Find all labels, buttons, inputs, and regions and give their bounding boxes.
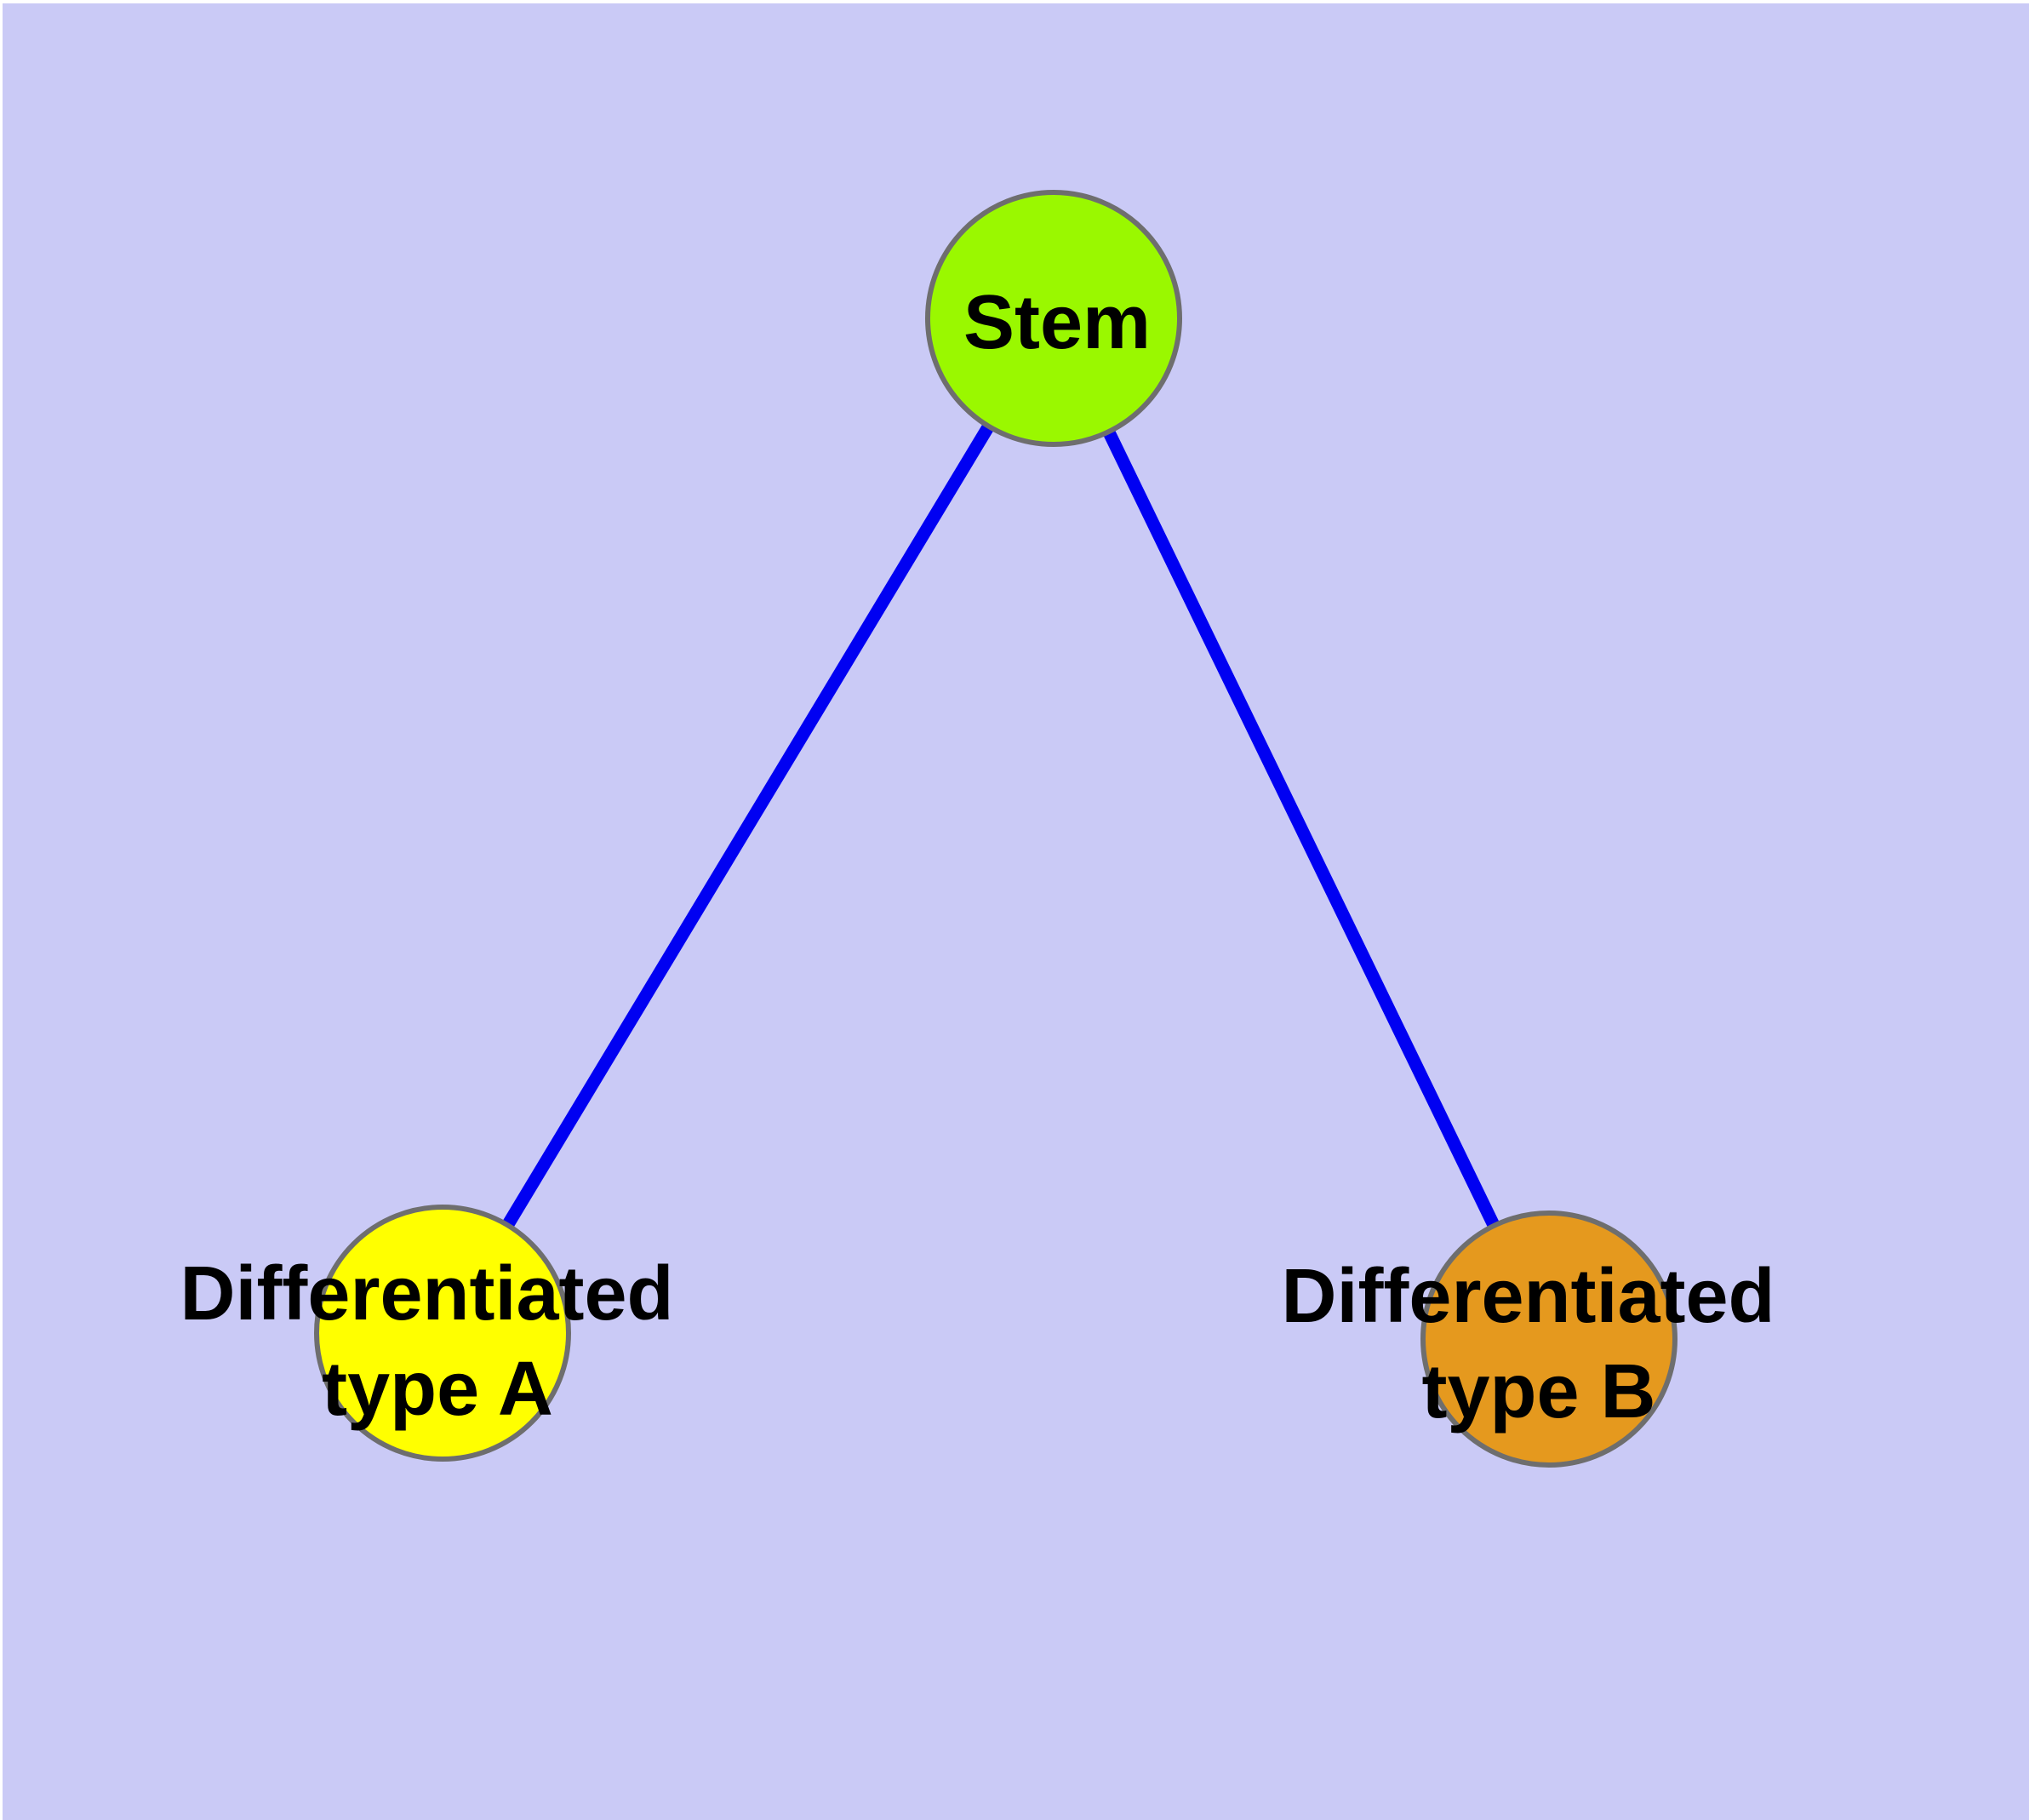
node-type-b-label-line2: type B: [1421, 1349, 1655, 1434]
node-type-a-label-line1: Differentiated: [180, 1251, 673, 1336]
node-differentiated-type-b: [1420, 1210, 1677, 1468]
node-type-b-label: Differentiated type B: [1281, 1254, 1796, 1434]
node-type-a-label: Differentiated type A: [180, 1251, 694, 1432]
node-type-a-label-line2: type A: [322, 1347, 553, 1432]
node-stem-label: Stem: [963, 280, 1151, 365]
node-differentiated-type-a: [314, 1205, 571, 1462]
node-stem: [925, 190, 1182, 447]
edge-stem-to-type-b: [1048, 315, 1555, 1342]
edge-stem-to-type-a: [437, 315, 1060, 1336]
node-type-b-label-line1: Differentiated: [1281, 1254, 1775, 1339]
